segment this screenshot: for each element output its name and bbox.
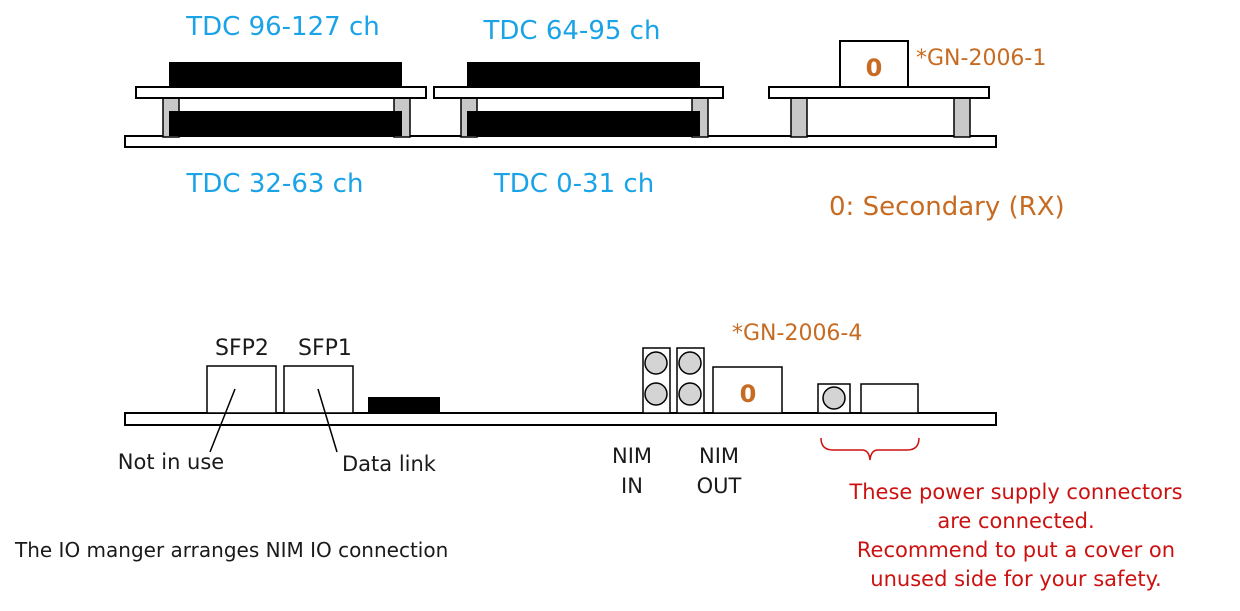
label-gn-2006-1: *GN-2006-1 <box>916 46 1046 71</box>
nim-in-jack <box>644 382 668 406</box>
power-note-line3: Recommend to put a cover on <box>857 538 1175 562</box>
power-note-line2: are connected. <box>937 509 1094 533</box>
label-sfp1: SFP1 <box>298 336 352 361</box>
nim-in-jack <box>644 351 668 375</box>
connector-tdc-96-127 <box>169 62 402 87</box>
bottom-connector <box>368 397 440 413</box>
nim-out-jack <box>678 351 702 375</box>
nim-in-connector <box>642 347 671 414</box>
label-switch-legend: 0: Secondary (RX) <box>829 192 1065 222</box>
label-tdc-64-95: TDC 64-95 ch <box>483 16 661 46</box>
power-connector-block <box>860 383 919 414</box>
power-bracket <box>820 437 920 461</box>
top-main-board <box>124 135 997 148</box>
mezzanine-right: 0 <box>768 40 990 138</box>
top-view: 0 TDC 96-127 ch TDC 64-95 ch TDC 32-63 c… <box>124 12 1065 222</box>
leader-line-sfp1 <box>317 388 338 453</box>
connector-tdc-32-63 <box>169 111 402 136</box>
label-tdc-96-127: TDC 96-127 ch <box>185 12 379 42</box>
label-tdc-0-31: TDC 0-31 ch <box>493 169 654 199</box>
label-tdc-32-63: TDC 32-63 ch <box>186 169 364 199</box>
bottom-switch-value: 0 <box>740 380 757 408</box>
mezzanine-board <box>433 86 724 99</box>
mezzanine-left <box>135 62 427 138</box>
power-note-line1: These power supply connectors <box>848 480 1182 504</box>
top-switch-box <box>839 40 909 88</box>
leader-line-sfp2 <box>209 388 236 453</box>
standoff <box>953 96 971 138</box>
label-not-in-use: Not in use <box>118 450 224 474</box>
mezzanine-board <box>135 86 427 99</box>
mezzanine-middle <box>433 62 724 138</box>
bottom-main-board <box>124 412 997 426</box>
top-switch-value: 0 <box>866 54 883 82</box>
bottom-switch-box <box>712 366 783 414</box>
label-data-link: Data link <box>342 452 437 476</box>
bottom-view: SFP2 SFP1 Not in use Data link NIM IN NI… <box>14 321 1183 591</box>
sfp2-cage <box>206 365 277 414</box>
mezzanine-board <box>768 86 990 99</box>
nim-out-jack <box>678 382 702 406</box>
power-note-line4: unused side for your safety. <box>870 567 1161 591</box>
label-nim-out-1: NIM <box>699 444 739 468</box>
connector-tdc-64-95 <box>467 62 700 87</box>
io-manager-note: The IO manger arranges NIM IO connection <box>14 538 448 562</box>
connector-tdc-0-31 <box>467 111 700 136</box>
label-nim-out-2: OUT <box>697 474 742 498</box>
label-nim-in-2: IN <box>621 474 643 498</box>
label-sfp2: SFP2 <box>215 336 269 361</box>
standoff <box>790 96 808 138</box>
nim-out-connector <box>676 347 705 414</box>
power-connector-round <box>822 386 846 410</box>
label-gn-2006-4: *GN-2006-4 <box>732 321 862 346</box>
label-nim-in-1: NIM <box>612 444 652 468</box>
